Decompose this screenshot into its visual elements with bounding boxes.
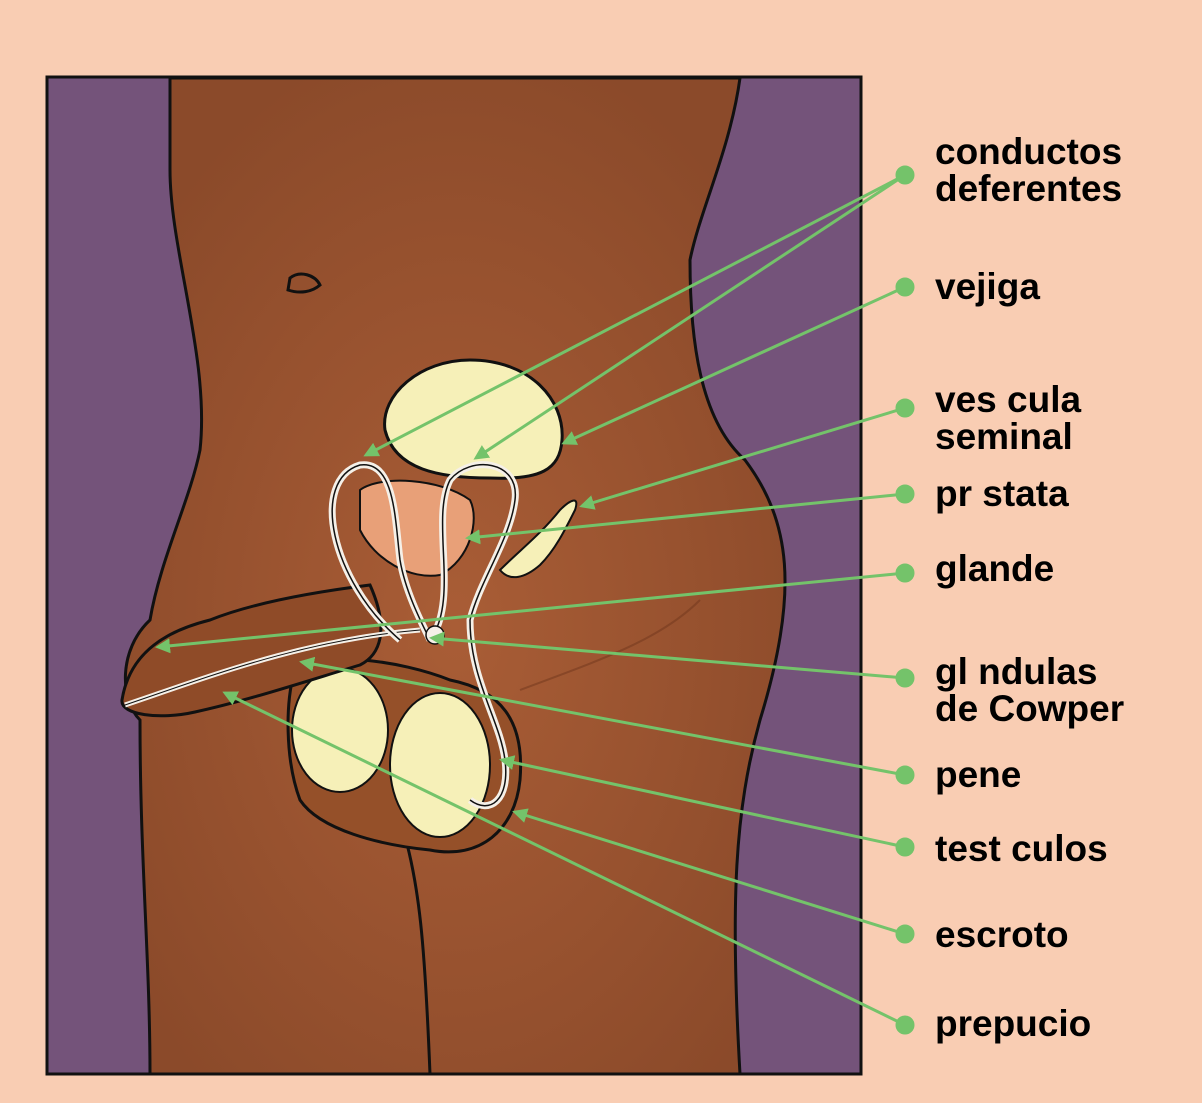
pointer-dot-vejiga [897, 279, 913, 295]
label-vejiga: vejiga [935, 268, 1040, 305]
torso-silhouette [125, 78, 785, 1074]
label-pene: pene [935, 756, 1021, 793]
label-line: conductos [935, 133, 1122, 170]
label-line: test culos [935, 830, 1108, 867]
label-glandulas-de-cowper: gl ndulas de Cowper [935, 653, 1124, 727]
label-line: glande [935, 550, 1054, 587]
label-line: vejiga [935, 268, 1040, 305]
pointer-dot-escroto [897, 926, 913, 942]
label-line: escroto [935, 916, 1069, 953]
label-prepucio: prepucio [935, 1005, 1091, 1042]
label-line: gl ndulas [935, 653, 1124, 690]
pointer-dot-cowper [897, 670, 913, 686]
label-line: de Cowper [935, 690, 1124, 727]
pointer-dot-conductos [897, 167, 913, 183]
label-conductos-deferentes: conductos deferentes [935, 133, 1122, 207]
pointer-dot-pene [897, 767, 913, 783]
label-line: deferentes [935, 170, 1122, 207]
pointer-dot-prepucio [897, 1017, 913, 1033]
label-glande: glande [935, 550, 1054, 587]
cowper-gland [426, 626, 444, 644]
pointer-dot-glande [897, 565, 913, 581]
label-line: seminal [935, 418, 1081, 455]
pointer-dot-testiculos [897, 839, 913, 855]
label-vesicula-seminal: ves cula seminal [935, 381, 1081, 455]
testicle-left [292, 668, 388, 792]
label-testiculos: test culos [935, 830, 1108, 867]
label-prostata: pr stata [935, 475, 1069, 512]
label-line: pene [935, 756, 1021, 793]
pointer-dot-vesicula [897, 400, 913, 416]
label-line: pr stata [935, 475, 1069, 512]
label-line: ves cula [935, 381, 1081, 418]
label-line: prepucio [935, 1005, 1091, 1042]
pointer-dot-prostata [897, 486, 913, 502]
label-escroto: escroto [935, 916, 1069, 953]
